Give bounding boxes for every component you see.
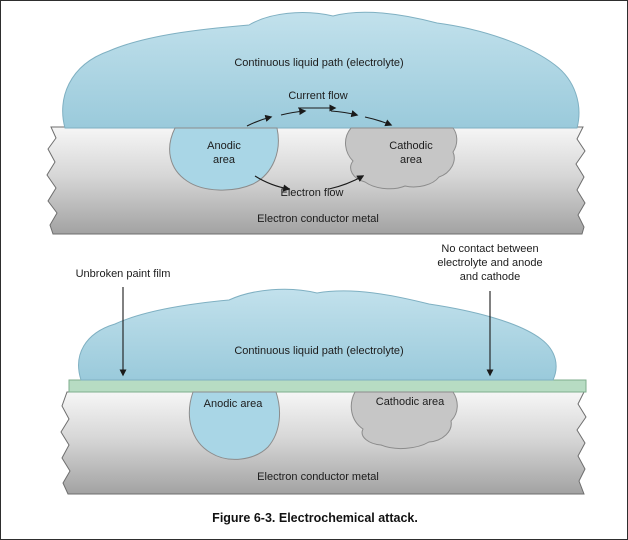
electrolyte-label-bottom: Continuous liquid path (electrolyte) <box>234 345 404 357</box>
current-flow-arrows <box>246 104 393 127</box>
cathodic-area-label-bottom: Cathodic area <box>375 396 445 408</box>
no-contact-line2: electrolyte and anode <box>437 257 543 269</box>
cathodic-area-label-top: Cathodic area <box>389 139 432 167</box>
no-contact-line1: No contact between <box>441 243 539 255</box>
cathodic-label-line2: area <box>399 154 423 166</box>
electrolyte-blob-bottom <box>78 288 557 381</box>
paint-film-label: Unbroken paint film <box>75 268 171 280</box>
metal-label-bottom: Electron conductor metal <box>257 471 379 483</box>
cathodic-label-line1: Cathodic <box>389 140 433 152</box>
anodic-area-label-bottom: Anodic area <box>203 398 263 410</box>
paint-film-strip <box>68 379 587 393</box>
no-contact-label: No contact between electrolyte and anode… <box>437 242 542 284</box>
current-flow-label: Current flow <box>288 90 348 102</box>
cathodic-area-shape-top <box>345 127 458 190</box>
leader-arrows <box>119 287 494 377</box>
anodic-area-shape-bottom <box>188 391 281 460</box>
electrolyte-blob-top <box>62 11 580 129</box>
electron-flow-label: Electron flow <box>280 187 344 199</box>
anodic-area-shape-top <box>169 127 279 191</box>
anodic-area-label-top: Anodic area <box>207 139 241 167</box>
metal-label-top: Electron conductor metal <box>257 213 379 225</box>
cathodic-area-shape-bottom <box>350 391 458 450</box>
no-contact-line3: and cathode <box>459 271 521 283</box>
electron-flow-arrows <box>254 175 365 192</box>
electrolyte-label-top: Continuous liquid path (electrolyte) <box>234 57 404 69</box>
figure-caption: Figure 6-3. Electrochemical attack. <box>212 511 418 525</box>
anodic-label-line2: area <box>212 154 236 166</box>
anodic-label-line1: Anodic <box>207 140 241 152</box>
